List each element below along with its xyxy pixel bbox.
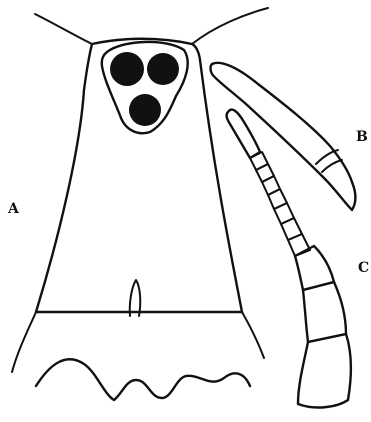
part-c-antenna <box>227 110 351 408</box>
part-b-appendage <box>211 63 356 210</box>
ocellus-bottom <box>129 94 161 126</box>
label-a: A <box>7 201 20 217</box>
lower-flap-right <box>242 312 264 358</box>
part-b-joint-2 <box>322 160 342 172</box>
part-c-segment-2 <box>256 164 274 182</box>
part-c-segment-1 <box>250 152 268 170</box>
antenna-left <box>35 14 92 44</box>
part-c-segment-6 <box>281 218 302 240</box>
part-b-outline <box>211 63 356 210</box>
part-c-segment-10 <box>298 334 351 407</box>
part-c-segment-4 <box>268 189 287 209</box>
label-c: C <box>358 260 369 276</box>
ocellus-left <box>110 52 144 86</box>
label-b: B <box>356 129 368 145</box>
part-c-segment-5 <box>274 203 294 224</box>
part-c-segment-3 <box>262 176 280 195</box>
antenna-right <box>192 8 268 44</box>
lower-flap-left <box>12 312 36 372</box>
ocellus-right <box>147 53 179 85</box>
labrum-margin <box>36 359 250 400</box>
median-slit <box>130 280 140 316</box>
part-c-segment-9 <box>303 282 346 342</box>
part-c-tip <box>227 110 260 158</box>
